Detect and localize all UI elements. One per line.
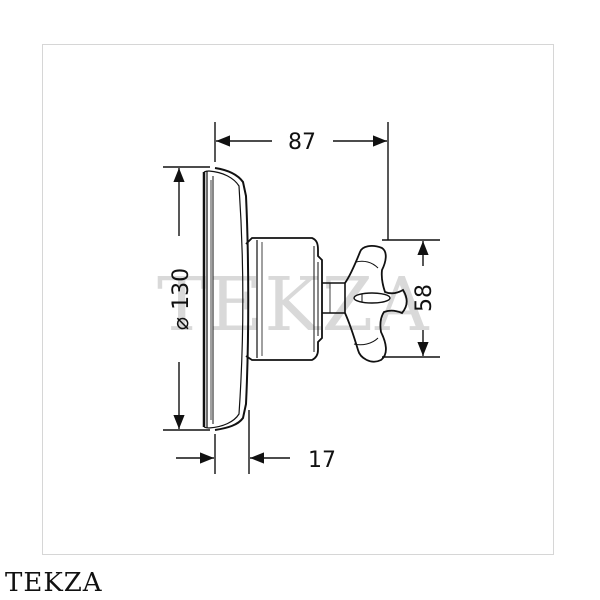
valve-body <box>245 237 323 361</box>
dimension-lines <box>163 122 440 474</box>
valve-stem <box>322 282 346 314</box>
dim-label-87: 87 <box>288 130 316 155</box>
dim-label-17: 17 <box>308 448 336 473</box>
fixture-outline <box>202 167 408 431</box>
drawing-frame <box>42 44 554 555</box>
watermark-text: TEKZA <box>157 262 431 348</box>
rosette-plate <box>214 167 250 431</box>
cross-handle <box>344 245 408 363</box>
dim-label-58: 58 <box>412 284 437 312</box>
brand-label: TEKZA <box>5 568 103 598</box>
dim-label-130: ⌀ 130 <box>169 268 194 330</box>
